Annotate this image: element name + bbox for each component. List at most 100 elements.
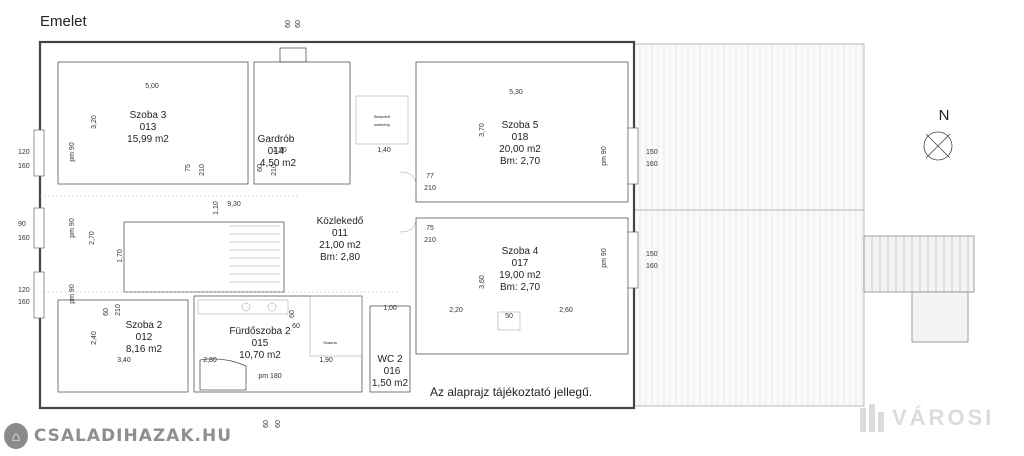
interior-walls [33,47,639,393]
window-dim: 160 [18,299,30,306]
dim-label: 77 [426,173,434,180]
room-height: Bm: 2,70 [500,282,540,293]
room-code: 011 [332,228,348,239]
dim-label: 210 [271,164,278,176]
dim-label: 1,00 [383,305,397,312]
cabinet-label: Beépített [374,114,391,119]
room-code: 017 [512,258,529,269]
window-dim: 120 [18,149,30,156]
room-code: 014 [268,146,285,157]
room-name: Szoba 3 [130,110,167,121]
north-label: N [939,107,950,124]
room-name: Szoba 5 [502,120,539,131]
room-gardrob: Gardrób 014 4,50 m2 [258,134,297,169]
room-code: 012 [136,332,153,343]
room-name: WC 2 [378,354,403,365]
dim-label: 60 [285,20,292,28]
dim-label: 60 [292,323,300,330]
dim-label: 75 [185,164,192,172]
room-area: 1,50 m2 [372,378,409,389]
dim-label: 2,80 [203,357,217,364]
room-furdo: Fürdőszoba 2 015 10,70 m2 [229,326,291,361]
dim-label: 3,60 [479,275,486,289]
window-dim: pm 90 [601,248,608,268]
room-code: 016 [384,366,401,377]
window-dim: 160 [18,235,30,242]
room-kozlekedo: Közlekedő 011 21,00 m2 Bm: 2,80 [317,216,364,263]
dim-label: 210 [424,185,436,192]
site-logo-text: CSALADIHAZAK.HU [33,426,232,446]
room-code: 018 [512,132,529,143]
sauna-label: Szauna [323,340,337,345]
room-area: 15,99 m2 [127,134,169,145]
window-dim: 160 [646,263,658,270]
window-dim: pm 90 [69,142,76,162]
room-code: 015 [252,338,269,349]
dim-label: 60 [289,310,296,318]
north-arrow: N [923,107,953,161]
dim-label: 1,40 [377,147,391,154]
dim-label: 60 [263,420,270,428]
window-dim: 160 [18,163,30,170]
room-area: 21,00 m2 [319,240,361,251]
room-name: Közlekedő [317,216,364,227]
dim-label: 2,60 [559,307,573,314]
room-area: 8,16 m2 [126,344,163,355]
dim-label: 5,30 [509,89,523,96]
agency-logo-icon [860,404,884,432]
dim-label: 60 [257,164,264,172]
agency-watermark: VÁROSI [858,398,1018,438]
dim-label: 60 [275,420,282,428]
floor-title: Emelet [40,13,88,30]
dim-label: 2,40 [91,331,98,345]
exterior-stairs [863,235,975,343]
room-height: Bm: 2,70 [500,156,540,167]
window-dim: 150 [646,149,658,156]
room-name: Gardrób [258,134,295,145]
dim-label: 2,50 [273,147,287,154]
room-wc2: WC 2 016 1,50 m2 [372,354,409,389]
room-area: 10,70 m2 [239,350,281,361]
room-area: 4,50 m2 [260,158,297,169]
room-name: Szoba 4 [502,246,539,257]
dim-label: 3,70 [479,123,486,137]
disclaimer-text: Az alaprajz tájékoztató jellegű. [430,385,592,399]
room-name: Fürdőszoba 2 [229,326,291,337]
dim-label: 60 [103,308,110,316]
compass-icon [923,131,953,161]
window-dim: 120 [18,287,30,294]
dim-label: 1,90 [319,357,333,364]
agency-watermark-text: VÁROSI [892,405,995,430]
window-dim: 160 [646,161,658,168]
window-dim: 150 [646,251,658,258]
dim-label: 2,20 [449,307,463,314]
room-szoba5: Szoba 5 018 20,00 m2 Bm: 2,70 [499,120,541,167]
window-dim: pm 90 [69,218,76,238]
site-logo[interactable]: ⌂ CSALADIHAZAK.HU [4,420,232,452]
room-code: 013 [140,122,157,133]
dim-label: 210 [424,237,436,244]
room-szoba4: Szoba 4 017 19,00 m2 Bm: 2,70 [499,246,541,293]
dim-label: 210 [115,304,122,316]
dim-label: 5,00 [145,83,159,90]
dim-label: 3,40 [117,357,131,364]
dim-label: 60 [295,20,302,28]
room-height: Bm: 2,80 [320,252,360,263]
room-name: Szoba 2 [126,320,163,331]
dim-label: 2,70 [89,231,96,245]
room-szoba3: Szoba 3 013 15,99 m2 [127,110,169,145]
room-szoba2: Szoba 2 012 8,16 m2 [126,320,163,355]
dim-label: pm 180 [258,373,281,380]
dim-label: 1,70 [117,249,124,263]
house-icon: ⌂ [4,423,28,449]
dim-label: 1,10 [213,201,220,215]
window-dim: 90 [18,221,26,228]
dim-label: 210 [199,164,206,176]
room-area: 20,00 m2 [499,144,541,155]
room-area: 19,00 m2 [499,270,541,281]
dim-label: 75 [426,225,434,232]
dim-label: 9,30 [227,201,241,208]
dimension-labels: 5,00 3,20 5,30 3,70 2,50 1,40 9,30 1,10 … [18,20,658,428]
dim-label: 3,20 [91,115,98,129]
